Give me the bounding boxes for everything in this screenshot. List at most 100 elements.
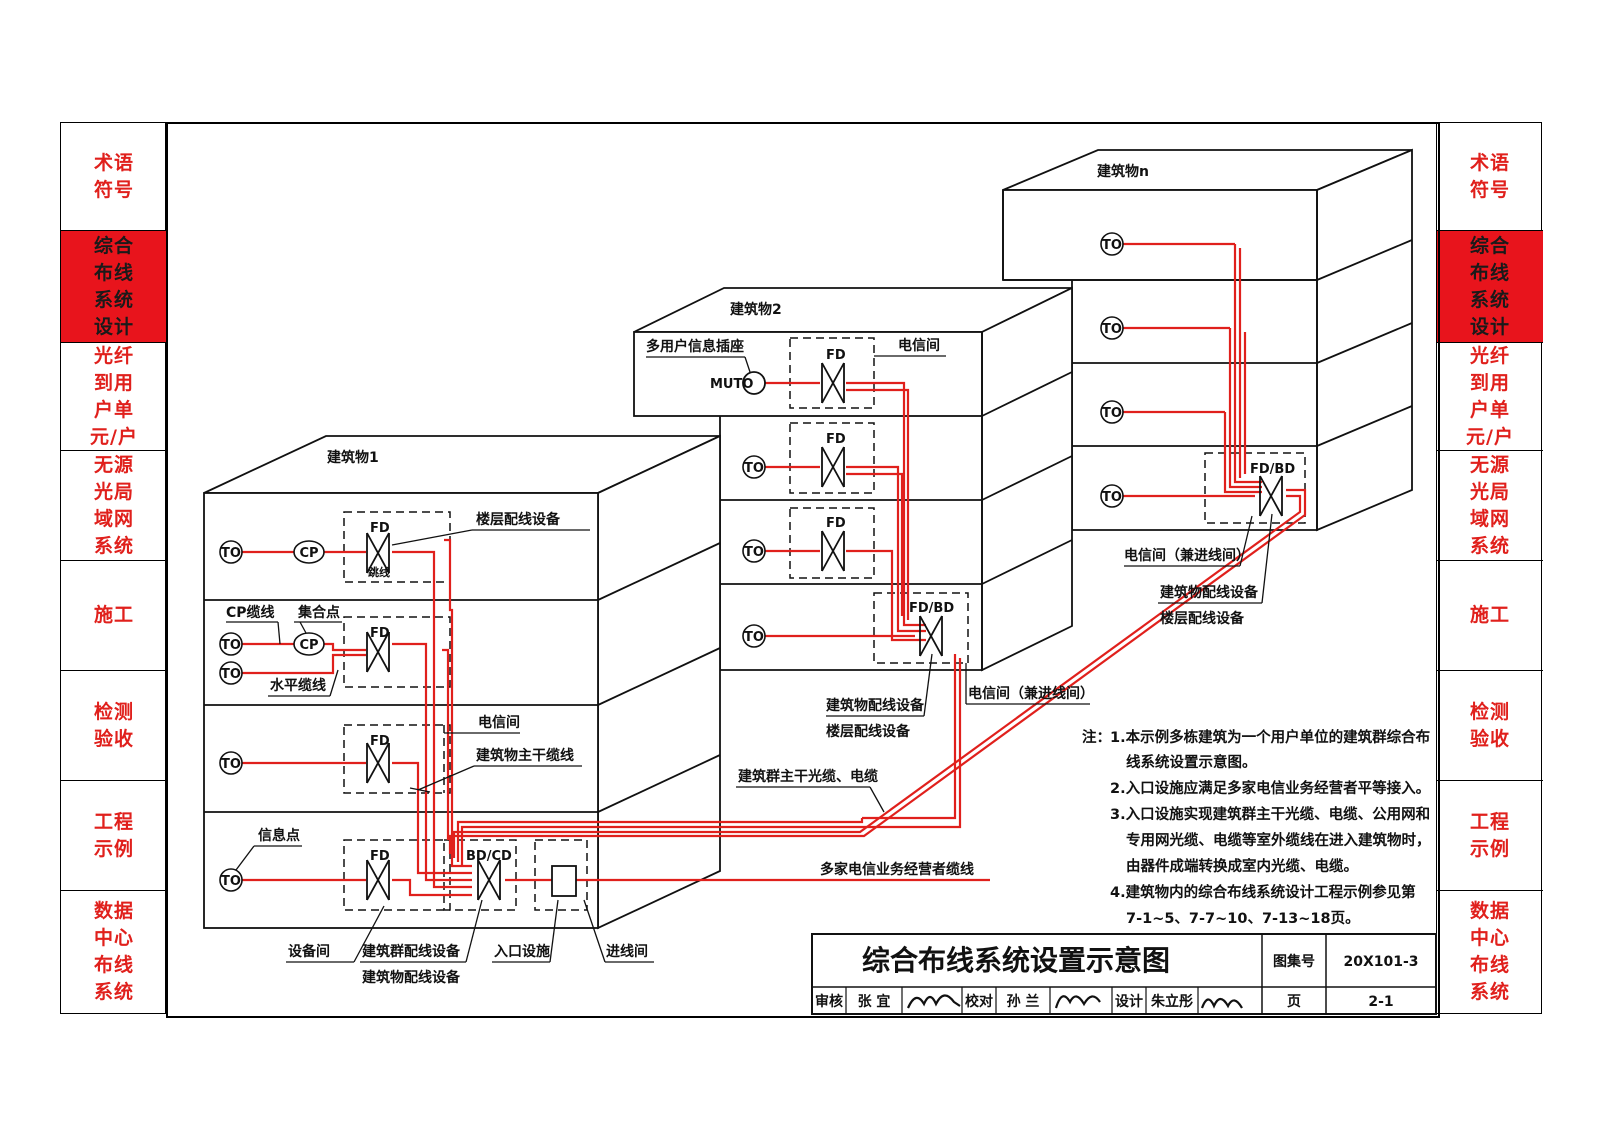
left-tab-4[interactable]: 施工 (61, 561, 167, 671)
red-cables (241, 242, 1307, 897)
label-floor-dist-b1: 楼层配线设备 (476, 511, 561, 528)
label-telecom-entry-b2: 电信间（兼进线间） (968, 685, 1094, 702)
right-tab-0[interactable]: 术语符号 (1437, 123, 1543, 231)
notes-prefix: 注： (1082, 728, 1111, 746)
svg-text:TO: TO (744, 545, 764, 560)
label-cp-cable: CP缆线 (226, 604, 275, 621)
label-building-dist-b2: 建筑物配线设备 (826, 697, 925, 714)
to-outlet-bn-2: TO (1100, 316, 1124, 340)
fd-label-b2-3: FD (826, 516, 846, 531)
to-outlet-b1-4: TO (219, 751, 243, 775)
notes: 注： 1.本示例多栋建筑为一个用户单位的建筑群综合布 线系统设置示意图。 2.入… (1082, 728, 1431, 927)
label-entrance-room: 进线间 (606, 943, 648, 960)
svg-text:TO: TO (1102, 322, 1122, 337)
box-labels: FD FD FD FD BD/CD FD FD FD FD/BD FD/BD M… (368, 348, 1295, 864)
right-tab-2[interactable]: 光纤到用户单元/户 (1437, 343, 1543, 451)
jumper-label: 跳线 (368, 565, 390, 579)
label-floor-dist-bn: 楼层配线设备 (1160, 610, 1245, 627)
to-outlet-b1-1: TO (219, 540, 243, 564)
right-tab-4[interactable]: 施工 (1437, 561, 1543, 671)
page-number: 2-1 (1368, 994, 1393, 1010)
note-line-8: 7-1~5、7-7~10、7-13~18页。 (1126, 910, 1360, 927)
to-outlet-b2-3: TO (742, 624, 766, 648)
title-block-text: 综合布线系统设置示意图 图集号 20X101-3 审核 张 宜 校对 孙 兰 设… (815, 944, 1419, 1010)
svg-text:TO: TO (1102, 238, 1122, 253)
left-tab-6[interactable]: 工程示例 (61, 781, 167, 891)
right-tab-7[interactable]: 数据中心布线系统 (1469, 900, 1510, 1003)
muto-label: MUTO (710, 377, 753, 392)
right-tab-6[interactable]: 工程示例 (1437, 781, 1543, 891)
svg-text:TO: TO (744, 630, 764, 645)
cp-b1-2: CP (293, 632, 325, 656)
label-building-dist-b1: 建筑物配线设备 (362, 969, 461, 986)
fd-label-b2-1: FD (826, 348, 846, 363)
fd-label-b1-2: FD (370, 626, 390, 641)
svg-text:TO: TO (744, 461, 764, 476)
note-line-5: 专用网光缆、电缆等室外缆线在进入建筑物时， (1126, 831, 1431, 849)
label-floor-dist-b2: 楼层配线设备 (826, 723, 911, 740)
svg-text:CP: CP (299, 546, 318, 561)
svg-text:CP: CP (299, 638, 318, 653)
fd-label-b1-4: FD (370, 849, 390, 864)
bdcd-label: BD/CD (466, 849, 512, 864)
to-outlet-b1-2: TO (219, 632, 243, 656)
left-tab-1[interactable]: 综合布线系统设计 (61, 231, 167, 343)
right-tab-1[interactable]: 综合布线系统设计 (1437, 231, 1543, 343)
reviewer: 张 宜 (858, 993, 891, 1010)
outlets: TO CP TO CP TO TO TO TO TO TO TO TO TO T… (219, 232, 1124, 892)
to-outlet-bn-3: TO (1100, 400, 1124, 424)
label-building-dist-bn: 建筑物配线设备 (1160, 584, 1259, 601)
fd-label-b1-3: FD (370, 734, 390, 749)
note-line-6: 由器件成端转换成室内光缆、电缆。 (1126, 857, 1358, 875)
label-consolidation-point: 集合点 (297, 604, 340, 621)
drawing-frame (166, 122, 1440, 1018)
page-label: 页 (1287, 994, 1301, 1010)
callouts (226, 355, 1273, 963)
fd-label-b1-1: FD (370, 521, 390, 536)
note-line-1: 1.本示例多栋建筑为一个用户单位的建筑群综合布 (1110, 728, 1430, 746)
left-tab-7[interactable]: 数据中心布线系统 (93, 900, 134, 1003)
atlas-number: 20X101-3 (1343, 954, 1418, 970)
fd-label-b2-2: FD (826, 432, 846, 447)
svg-text:TO: TO (221, 874, 241, 889)
building-n (1002, 148, 1413, 532)
to-outlet-b1-3: TO (219, 661, 243, 685)
label-telecom-room-b1: 电信间 (478, 714, 520, 731)
to-outlet-bn-4: TO (1100, 484, 1124, 508)
note-line-7: 4.建筑物内的综合布线系统设计工程示例参见第 (1110, 883, 1416, 901)
label-operator-cable: 多家电信业务经营者缆线 (820, 861, 974, 878)
note-line-2: 线系统设置示意图。 (1126, 753, 1257, 771)
left-tab-2[interactable]: 光纤到用户单元/户 (61, 343, 167, 451)
left-tab-0[interactable]: 术语符号 (61, 123, 167, 231)
to-outlet-b2-2: TO (742, 539, 766, 563)
label-info-point: 信息点 (258, 827, 300, 844)
label-campus-backbone: 建筑群主干光缆、电缆 (738, 768, 878, 785)
cp-b1-1: CP (293, 540, 325, 564)
svg-text:TO: TO (221, 638, 241, 653)
svg-text:TO: TO (221, 546, 241, 561)
to-outlet-bn-1: TO (1100, 232, 1124, 256)
note-line-3: 2.入口设施应满足多家电信业务经营者平等接入。 (1110, 779, 1430, 797)
label-entrance: 入口设施 (494, 943, 550, 960)
designer: 朱立彤 (1151, 993, 1193, 1010)
to-outlet-b2-1: TO (742, 455, 766, 479)
label-campus-dist: 建筑群配线设备 (362, 943, 461, 960)
note-line-4: 3.入口设施实现建筑群主干光缆、电缆、公用网和 (1110, 805, 1430, 823)
check-label: 校对 (965, 993, 993, 1010)
label-equipment-room: 设备间 (288, 943, 330, 960)
right-nav: 术语符号 综合布线系统设计 光纤到用户单元/户 无源光局域网系统 施工 检测验收… (1436, 122, 1543, 1014)
building-1-title: 建筑物1 (327, 449, 379, 466)
device-symbols (366, 362, 1283, 901)
left-tab-5[interactable]: 检测验收 (61, 671, 167, 781)
label-telecom-entry-bn: 电信间（兼进线间） (1124, 547, 1250, 564)
drawing-title: 综合布线系统设置示意图 (862, 944, 1170, 977)
right-tab-3[interactable]: 无源光局域网系统 (1437, 451, 1543, 561)
left-tab-3[interactable]: 无源光局域网系统 (61, 451, 167, 561)
label-telecom-room-b2: 电信间 (898, 337, 940, 354)
callout-texts: 楼层配线设备 CP缆线 集合点 水平缆线 电信间 建筑物主干缆线 信息点 设备间… (226, 337, 1259, 986)
label-backbone: 建筑物主干缆线 (476, 747, 574, 764)
right-tab-5[interactable]: 检测验收 (1437, 671, 1543, 781)
label-muto: 多用户信息插座 (646, 338, 744, 355)
checker: 孙 兰 (1007, 993, 1040, 1010)
